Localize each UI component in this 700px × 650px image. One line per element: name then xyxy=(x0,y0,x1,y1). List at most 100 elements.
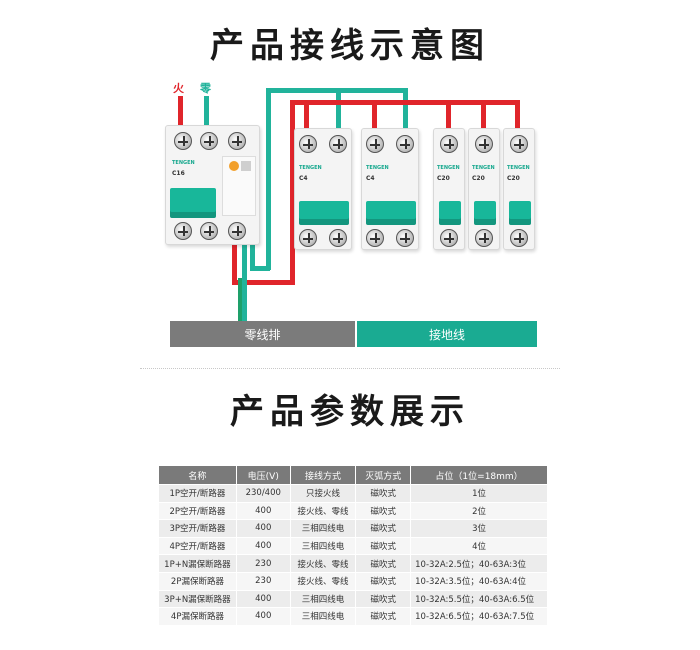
live-drop-1 xyxy=(304,100,309,130)
neutral-riser xyxy=(266,88,271,270)
live-wire-label: 火 xyxy=(173,82,184,95)
params-table: 名称 电压(V) 接线方式 灭弧方式 占位（1位=18mm） 1P空开/断路器 … xyxy=(158,465,548,626)
rating-label: C4 xyxy=(299,175,308,182)
cell-voltage: 400 xyxy=(235,536,291,556)
screw-icon xyxy=(174,132,192,150)
screw-icon xyxy=(200,222,218,240)
breaker-2p-2: TENGEN C4 xyxy=(361,128,419,250)
main-rcd-breaker: TENGEN C16 xyxy=(165,125,260,245)
cell-arc: 磁吹式 xyxy=(355,484,412,503)
test-button-icon[interactable] xyxy=(229,161,239,171)
brand-label: TENGEN xyxy=(472,165,495,171)
screw-icon xyxy=(440,135,458,153)
cell-name: 1P空开/断路器 xyxy=(158,484,237,503)
cell-wiring: 接火线、零线 xyxy=(289,571,357,591)
cell-voltage: 230/400 xyxy=(235,484,291,503)
live-input-wire xyxy=(178,96,183,132)
live-top-bus xyxy=(290,100,520,105)
cell-arc: 磁吹式 xyxy=(355,501,412,521)
header-voltage: 电压(V) xyxy=(235,465,291,485)
toggle-switch[interactable] xyxy=(439,201,461,225)
neutral-busbar-label: 零线排 xyxy=(170,321,355,347)
breaker-1p-2: TENGEN C20 xyxy=(468,128,500,250)
cell-arc: 磁吹式 xyxy=(355,519,412,538)
rating-label: C4 xyxy=(366,175,375,182)
live-drop-3 xyxy=(446,100,451,130)
cell-voltage: 230 xyxy=(235,554,291,573)
live-bus-low xyxy=(232,280,294,285)
neutral-input-wire xyxy=(204,96,209,132)
cell-width: 10-32A:5.5位；40-63A:6.5位 xyxy=(410,589,548,609)
ground-wire-label: 接地线 xyxy=(357,321,537,347)
neutral-wire-label: 零 xyxy=(200,82,211,95)
table-header-row: 名称 电压(V) 接线方式 灭弧方式 占位（1位=18mm） xyxy=(158,465,548,485)
toggle-switch[interactable] xyxy=(474,201,496,225)
live-riser xyxy=(290,100,295,285)
leakage-module xyxy=(222,156,256,216)
neutral-down-wire xyxy=(242,240,247,322)
cell-voltage: 230 xyxy=(235,571,291,591)
rating-label: C16 xyxy=(172,170,185,177)
header-wiring: 接线方式 xyxy=(289,465,357,485)
screw-icon xyxy=(396,135,414,153)
breaker-1p-1: TENGEN C20 xyxy=(433,128,465,250)
main-toggle-switch[interactable] xyxy=(170,188,216,218)
screw-icon xyxy=(299,135,317,153)
cell-arc: 磁吹式 xyxy=(355,571,412,591)
cell-voltage: 400 xyxy=(235,501,291,521)
params-title: 产品参数展示 xyxy=(230,392,470,432)
reset-button-icon[interactable] xyxy=(241,161,251,171)
ground-wire xyxy=(238,278,242,322)
rating-label: C20 xyxy=(507,175,520,182)
cell-arc: 磁吹式 xyxy=(355,607,412,626)
brand-label: TENGEN xyxy=(507,165,530,171)
cell-width: 4位 xyxy=(410,536,548,556)
cell-width: 3位 xyxy=(410,519,548,538)
header-name: 名称 xyxy=(158,465,237,485)
header-width: 占位（1位=18mm） xyxy=(410,465,548,485)
screw-icon xyxy=(366,135,384,153)
screw-icon xyxy=(228,222,246,240)
toggle-switch[interactable] xyxy=(299,201,349,225)
screw-icon xyxy=(299,229,317,247)
cell-wiring: 三相四线电 xyxy=(289,536,357,556)
screw-icon xyxy=(396,229,414,247)
rating-label: C20 xyxy=(472,175,485,182)
cell-name: 2P空开/断路器 xyxy=(158,501,237,521)
screw-icon xyxy=(510,229,528,247)
cell-wiring: 三相四线电 xyxy=(289,607,357,626)
neutral-output-wire xyxy=(250,240,255,270)
section-divider xyxy=(140,368,560,369)
cell-wiring: 接火线、零线 xyxy=(289,501,357,521)
cell-name: 4P空开/断路器 xyxy=(158,536,237,556)
live-drop-2 xyxy=(372,100,377,130)
cell-name: 4P漏保断路器 xyxy=(158,607,237,626)
neutral-jog xyxy=(250,266,270,271)
live-drop-4 xyxy=(481,100,486,130)
neutral-drop-2 xyxy=(403,88,408,130)
cell-name: 3P+N漏保断路器 xyxy=(158,589,237,609)
cell-voltage: 400 xyxy=(235,607,291,626)
cell-wiring: 三相四线电 xyxy=(289,519,357,538)
brand-label: TENGEN xyxy=(172,160,195,166)
screw-icon xyxy=(329,135,347,153)
screw-icon xyxy=(174,222,192,240)
cell-width: 2位 xyxy=(410,501,548,521)
live-drop-5 xyxy=(515,100,520,130)
table-row: 1P+N漏保断路器 230 接火线、零线 磁吹式 10-32A:2.5位；40-… xyxy=(158,554,548,573)
header-arc: 灭弧方式 xyxy=(355,465,412,485)
toggle-switch[interactable] xyxy=(366,201,416,225)
live-output-wire xyxy=(232,240,237,284)
table-row: 1P空开/断路器 230/400 只接火线 磁吹式 1位 xyxy=(158,484,548,503)
cell-wiring: 接火线、零线 xyxy=(289,554,357,573)
cell-name: 3P空开/断路器 xyxy=(158,519,237,538)
cell-width: 10-32A:6.5位；40-63A:7.5位 xyxy=(410,607,548,626)
screw-icon xyxy=(510,135,528,153)
toggle-switch[interactable] xyxy=(509,201,531,225)
screw-icon xyxy=(440,229,458,247)
cell-arc: 磁吹式 xyxy=(355,536,412,556)
rating-label: C20 xyxy=(437,175,450,182)
table-row: 2P空开/断路器 400 接火线、零线 磁吹式 2位 xyxy=(158,501,548,521)
breaker-2p-1: TENGEN C4 xyxy=(294,128,352,250)
brand-label: TENGEN xyxy=(299,165,322,171)
